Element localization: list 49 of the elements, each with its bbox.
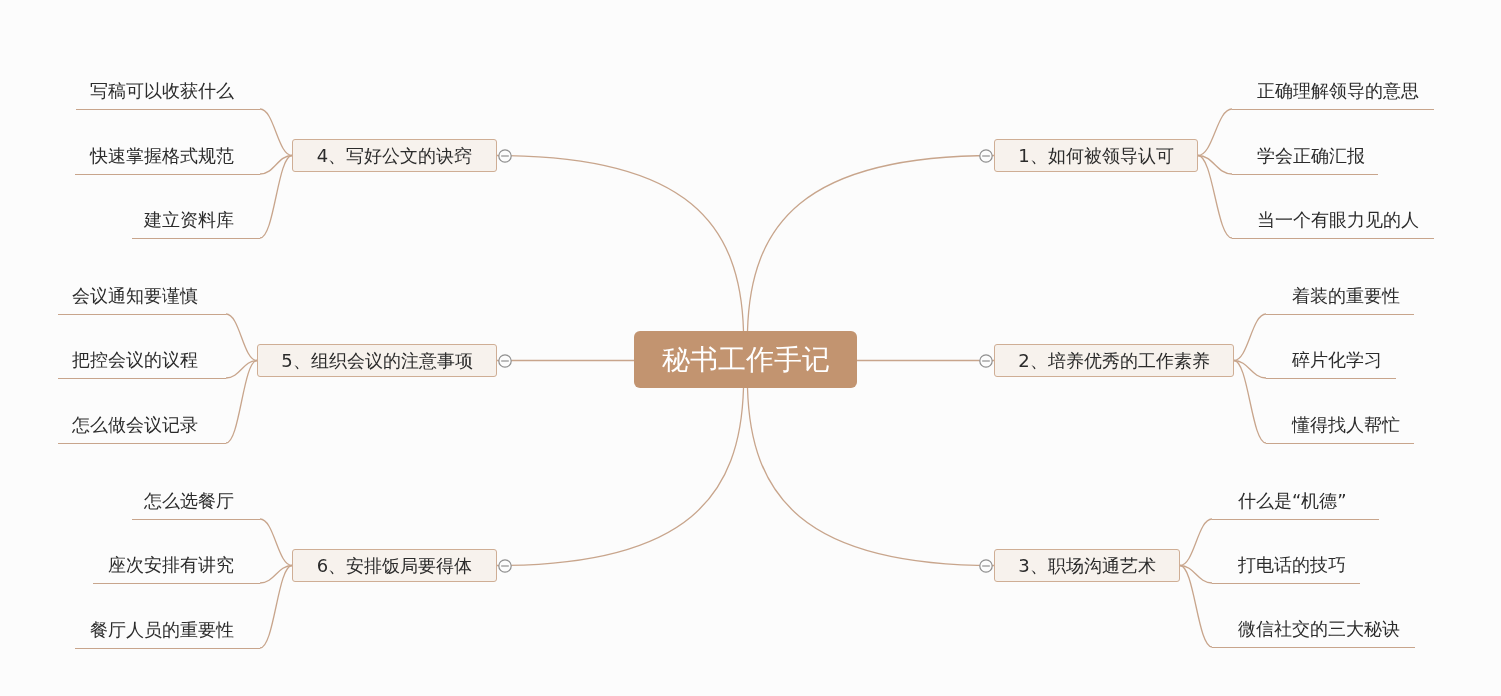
connector	[746, 154, 995, 332]
connector	[1179, 564, 1213, 584]
connector	[259, 564, 293, 584]
subtopic-label: 懂得找人帮忙	[1266, 408, 1414, 444]
central-topic-box: 秘书工作手记	[634, 331, 857, 388]
connector	[496, 154, 745, 332]
subtopic-label: 怎么选餐厅	[132, 484, 260, 520]
connector	[746, 387, 995, 567]
subtopic-label: 快速掌握格式规范	[75, 139, 260, 175]
connector	[1233, 313, 1267, 362]
subtopic-label: 怎么做会议记录	[58, 408, 226, 444]
subtopic-label: 会议通知要谨慎	[58, 279, 226, 315]
connector	[1179, 564, 1213, 648]
topic-box: 1、如何被领导认可	[994, 139, 1198, 172]
connector	[259, 108, 293, 157]
connector	[1179, 518, 1213, 567]
subtopic-label: 建立资料库	[132, 203, 260, 239]
subtopic-label: 打电话的技巧	[1212, 548, 1360, 584]
connector	[1233, 359, 1267, 379]
topic-box: 6、安排饭局要得体	[292, 549, 497, 582]
topic-box: 3、职场沟通艺术	[994, 549, 1180, 582]
subtopic-label: 着装的重要性	[1266, 279, 1414, 315]
connector	[259, 564, 293, 649]
subtopic-label: 正确理解领导的意思	[1232, 74, 1434, 110]
connector	[259, 518, 293, 567]
subtopic-label: 微信社交的三大秘诀	[1212, 612, 1415, 648]
connector	[259, 154, 293, 239]
connector	[225, 359, 258, 444]
connector	[225, 359, 258, 379]
subtopic-label: 当一个有眼力见的人	[1232, 203, 1434, 239]
topic-box: 4、写好公文的诀窍	[292, 139, 497, 172]
topic-box: 5、组织会议的注意事项	[257, 344, 497, 377]
subtopic-label: 碎片化学习	[1266, 343, 1396, 379]
connector	[225, 313, 258, 362]
connector	[496, 359, 635, 362]
topic-box: 2、培养优秀的工作素养	[994, 344, 1234, 377]
subtopic-label: 什么是“机德”	[1212, 484, 1379, 520]
subtopic-label: 把控会议的议程	[58, 343, 226, 379]
subtopic-label: 学会正确汇报	[1232, 139, 1378, 175]
connector	[1197, 154, 1233, 239]
subtopic-label: 座次安排有讲究	[93, 548, 260, 584]
subtopic-label: 写稿可以收获什么	[76, 74, 260, 110]
connector	[1197, 108, 1233, 157]
connector	[1197, 154, 1233, 175]
connector	[856, 359, 995, 362]
connector	[496, 387, 745, 567]
connector	[1233, 359, 1267, 444]
subtopic-label: 餐厅人员的重要性	[75, 613, 260, 649]
connector	[259, 154, 293, 175]
